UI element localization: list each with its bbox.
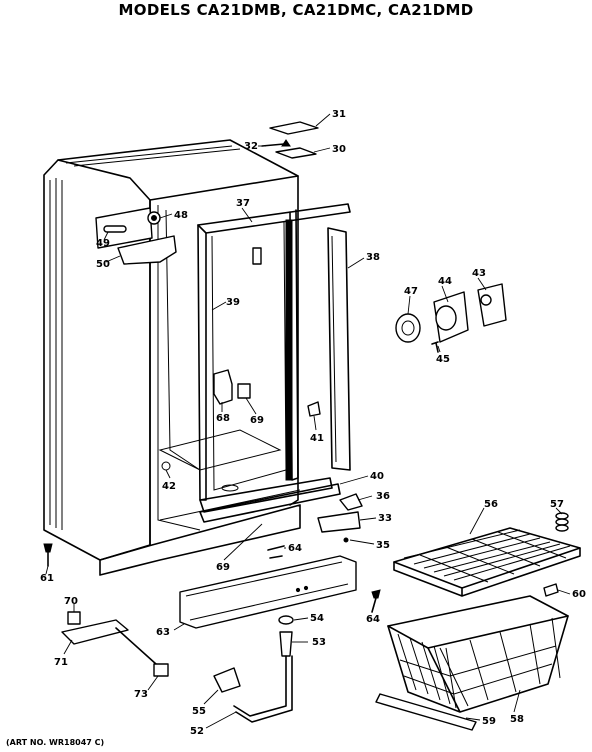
part-label: 30 [332, 144, 346, 155]
part-label: 61 [40, 573, 54, 584]
part-label: 60 [572, 589, 586, 600]
part-label: 73 [134, 689, 148, 700]
shelf-clips [555, 512, 569, 532]
part-label: 53 [312, 637, 326, 648]
small-fasteners [371, 583, 559, 613]
part-label: 45 [436, 354, 450, 365]
art-number: (ART NO. WR18047 C) [6, 738, 105, 747]
part-label: 37 [236, 198, 250, 209]
part-label: 56 [484, 499, 498, 510]
part-label: 41 [310, 433, 324, 444]
part-label: 57 [550, 499, 564, 510]
leader-lines [45, 113, 571, 729]
part-label: 55 [192, 706, 206, 717]
wire-basket [387, 595, 569, 713]
part-label: 69 [250, 415, 264, 426]
part-label: 63 [156, 627, 170, 638]
part-label: 40 [370, 471, 384, 482]
control-bracket [95, 207, 177, 265]
part-label: 49 [96, 238, 110, 249]
drain-parts [213, 615, 294, 723]
part-label: 52 [190, 726, 204, 737]
top-hinge-parts [261, 121, 319, 159]
part-number-labels: 31 32 30 37 48 49 50 38 39 47 44 43 45 6… [40, 109, 586, 737]
part-label: 43 [472, 268, 486, 279]
door-gasket-frame [197, 203, 351, 523]
part-label: 36 [376, 491, 390, 502]
part-label: 58 [510, 714, 524, 725]
switch-parts [61, 611, 169, 677]
part-label: 42 [162, 481, 176, 492]
part-label: 64 [366, 614, 380, 625]
part-label: 32 [244, 141, 258, 152]
part-label: 50 [96, 259, 110, 270]
part-label: 70 [64, 596, 78, 607]
part-label: 38 [366, 252, 380, 263]
part-label: 39 [226, 297, 240, 308]
trim-strip [375, 693, 477, 731]
page-title: MODELS CA21DMB, CA21DMC, CA21DMD [118, 1, 474, 19]
hinge-hardware [267, 493, 363, 559]
part-label: 59 [482, 716, 496, 727]
part-label: 31 [332, 109, 346, 120]
part-label: 47 [404, 286, 418, 297]
front-grille [179, 555, 357, 629]
liner-clips [161, 369, 321, 471]
leveling-screw [43, 543, 53, 567]
thermostat-assembly [395, 283, 507, 353]
part-label: 71 [54, 657, 68, 668]
part-label: 54 [310, 613, 324, 624]
part-label: 69 [216, 562, 230, 573]
door-side-panel [327, 227, 351, 471]
part-label: 68 [216, 413, 230, 424]
wire-shelf [393, 527, 581, 597]
part-label: 64 [288, 543, 302, 554]
part-label: 35 [376, 540, 390, 551]
part-label: 44 [438, 276, 452, 287]
part-label: 33 [378, 513, 392, 524]
part-label: 48 [174, 210, 188, 221]
